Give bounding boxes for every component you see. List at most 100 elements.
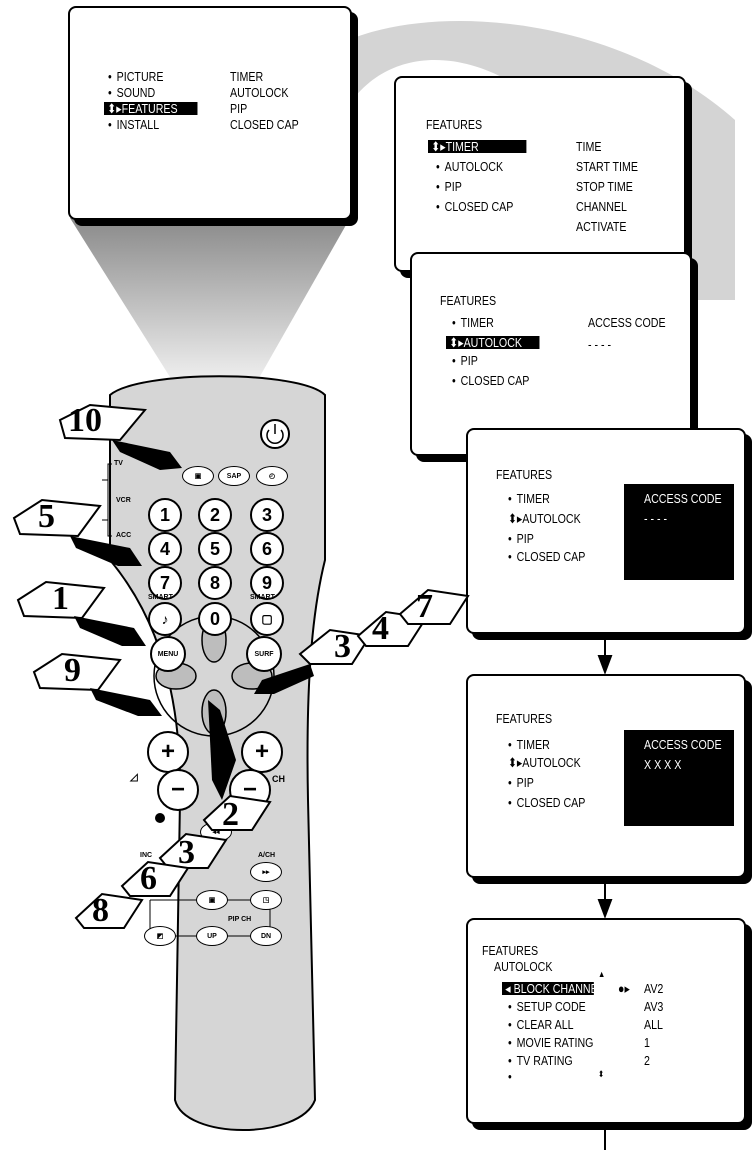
number-button-2[interactable]: 2	[198, 498, 232, 532]
menu-item-install[interactable]: INSTALL	[108, 118, 159, 131]
option-time: TIME	[576, 139, 602, 154]
access-code-value: X X X X	[644, 757, 682, 772]
step-7: 7	[416, 588, 433, 625]
item-autolock[interactable]: AUTOLOCK	[436, 160, 503, 173]
access-code-value: - - - -	[644, 511, 668, 526]
item-closed-cap[interactable]: CLOSED CAP	[452, 374, 530, 387]
pip-button-3[interactable]: ◩	[144, 926, 176, 946]
step-9: 9	[64, 652, 81, 689]
timer-screen: FEATURES ⬍▸TIMER AUTOLOCK PIP CLOSED CAP…	[394, 76, 686, 272]
tv-label: TV	[114, 460, 123, 467]
channel-up-button[interactable]: +	[254, 738, 269, 765]
step-3-top: 3	[334, 628, 351, 665]
smart-sound-button[interactable]: ♪	[148, 602, 182, 636]
pip-button-1[interactable]: ▣	[196, 890, 228, 910]
item-autolock[interactable]: ⬍▸AUTOLOCK	[508, 755, 581, 770]
smart-picture-button[interactable]: ▢	[250, 602, 284, 636]
number-button-7[interactable]: 7	[148, 566, 182, 600]
screen-title: FEATURES	[426, 117, 483, 132]
smart-label-right: SMART	[250, 594, 275, 601]
pip-up-button[interactable]: UP	[196, 926, 228, 946]
access-code-box[interactable]	[624, 730, 734, 826]
vcr-label: VCR	[116, 497, 131, 504]
option-stop-time: STOP TIME	[576, 179, 633, 194]
item-pip[interactable]: PIP	[436, 180, 462, 193]
number-button-8[interactable]: 8	[198, 566, 232, 600]
step-8: 8	[92, 892, 109, 929]
item-timer[interactable]: ⬍▸TIMER	[428, 140, 527, 153]
value-movie-rating: 1	[644, 1035, 650, 1050]
number-button-5[interactable]: 5	[198, 532, 232, 566]
submenu-pip: PIP	[230, 101, 248, 116]
code-filled-screen: FEATURES TIMER ⬍▸AUTOLOCK PIP CLOSED CAP…	[466, 674, 746, 878]
volume-up-button[interactable]: +	[160, 738, 175, 765]
number-button-9[interactable]: 9	[250, 566, 284, 600]
step-5: 5	[38, 498, 55, 535]
scroll-down-icon[interactable]: ⬍	[598, 1069, 605, 1079]
cc-button[interactable]: ▣	[182, 466, 214, 486]
option-channel: CHANNEL	[576, 199, 627, 214]
pip-ch-label: PIP CH	[228, 916, 252, 923]
value-tv-rating: 2	[644, 1053, 650, 1068]
submenu-autolock: AUTOLOCK	[230, 85, 289, 100]
item-timer[interactable]: TIMER	[508, 738, 550, 751]
screen-title: FEATURES	[482, 943, 539, 958]
access-code-label: ACCESS CODE	[644, 491, 722, 506]
item-movie-rating[interactable]: MOVIE RATING	[508, 1036, 594, 1049]
step-10: 10	[68, 402, 102, 439]
screen-title: FEATURES	[496, 467, 553, 482]
item-timer[interactable]: TIMER	[452, 316, 494, 329]
step-1: 1	[52, 580, 69, 617]
option-activate: ACTIVATE	[576, 219, 627, 234]
inc-label: INC	[140, 852, 153, 859]
screen-title: FEATURES	[496, 711, 553, 726]
number-button-4[interactable]: 4	[148, 532, 182, 566]
pip-button-2[interactable]: ◳	[250, 890, 282, 910]
item-pip[interactable]: PIP	[508, 532, 534, 545]
item-closed-cap[interactable]: CLOSED CAP	[508, 550, 586, 563]
ach-label: A/CH	[258, 852, 276, 859]
surf-button[interactable]: SURF	[246, 636, 282, 672]
item-closed-cap[interactable]: CLOSED CAP	[508, 796, 586, 809]
item-block-channel[interactable]: ◂ BLOCK CHANNEL	[502, 982, 604, 995]
volume-down-button[interactable]: −	[170, 776, 185, 803]
sleep-button[interactable]: ◴	[256, 466, 288, 486]
menu-item-features[interactable]: ⬍▸FEATURES	[104, 102, 198, 115]
menu-button[interactable]: MENU	[150, 636, 186, 672]
sap-button[interactable]: SAP	[218, 466, 250, 486]
value-clear-all: ALL	[644, 1017, 663, 1032]
item-autolock[interactable]: ⬍▸AUTOLOCK	[446, 336, 540, 349]
scroll-up-icon[interactable]: ▲	[598, 969, 606, 979]
projection-cone	[70, 218, 350, 385]
value-setup-code: AV3	[644, 999, 664, 1014]
item-pip[interactable]: PIP	[508, 776, 534, 789]
item-closed-cap[interactable]: CLOSED CAP	[436, 200, 514, 213]
item-autolock[interactable]: ⬍▸AUTOLOCK	[508, 511, 581, 526]
item-tv-rating[interactable]: TV RATING	[508, 1054, 573, 1067]
item-clear-all[interactable]: CLEAR ALL	[508, 1018, 574, 1031]
number-button-3[interactable]: 3	[250, 498, 284, 532]
access-code-value: - - - -	[588, 337, 612, 352]
ch-label: CH	[272, 774, 285, 784]
access-code-box[interactable]	[624, 484, 734, 580]
volume-icon: ◿	[130, 772, 138, 783]
menu-item-sound[interactable]: SOUND	[108, 86, 156, 99]
item-setup-code[interactable]: SETUP CODE	[508, 1000, 586, 1013]
ach-button[interactable]: ▸▸	[250, 862, 282, 882]
number-button-1[interactable]: 1	[148, 498, 182, 532]
main-menu-screen: PICTURE SOUND ⬍▸FEATURES INSTALL TIMER A…	[68, 6, 352, 220]
number-button-6[interactable]: 6	[250, 532, 284, 566]
item-pip[interactable]: PIP	[452, 354, 478, 367]
menu-item-picture[interactable]: PICTURE	[108, 70, 164, 83]
screen-title: FEATURES	[440, 293, 497, 308]
selector-arrow-icon: ●▸	[618, 981, 630, 996]
item-timer[interactable]: TIMER	[508, 492, 550, 505]
access-code-label: ACCESS CODE	[644, 737, 722, 752]
pip-dn-button[interactable]: DN	[250, 926, 282, 946]
channel-down-button[interactable]: −	[242, 776, 257, 803]
number-button-0[interactable]: 0	[198, 602, 232, 636]
screen-subtitle: AUTOLOCK	[494, 959, 553, 974]
smart-label-left: SMART	[148, 594, 173, 601]
